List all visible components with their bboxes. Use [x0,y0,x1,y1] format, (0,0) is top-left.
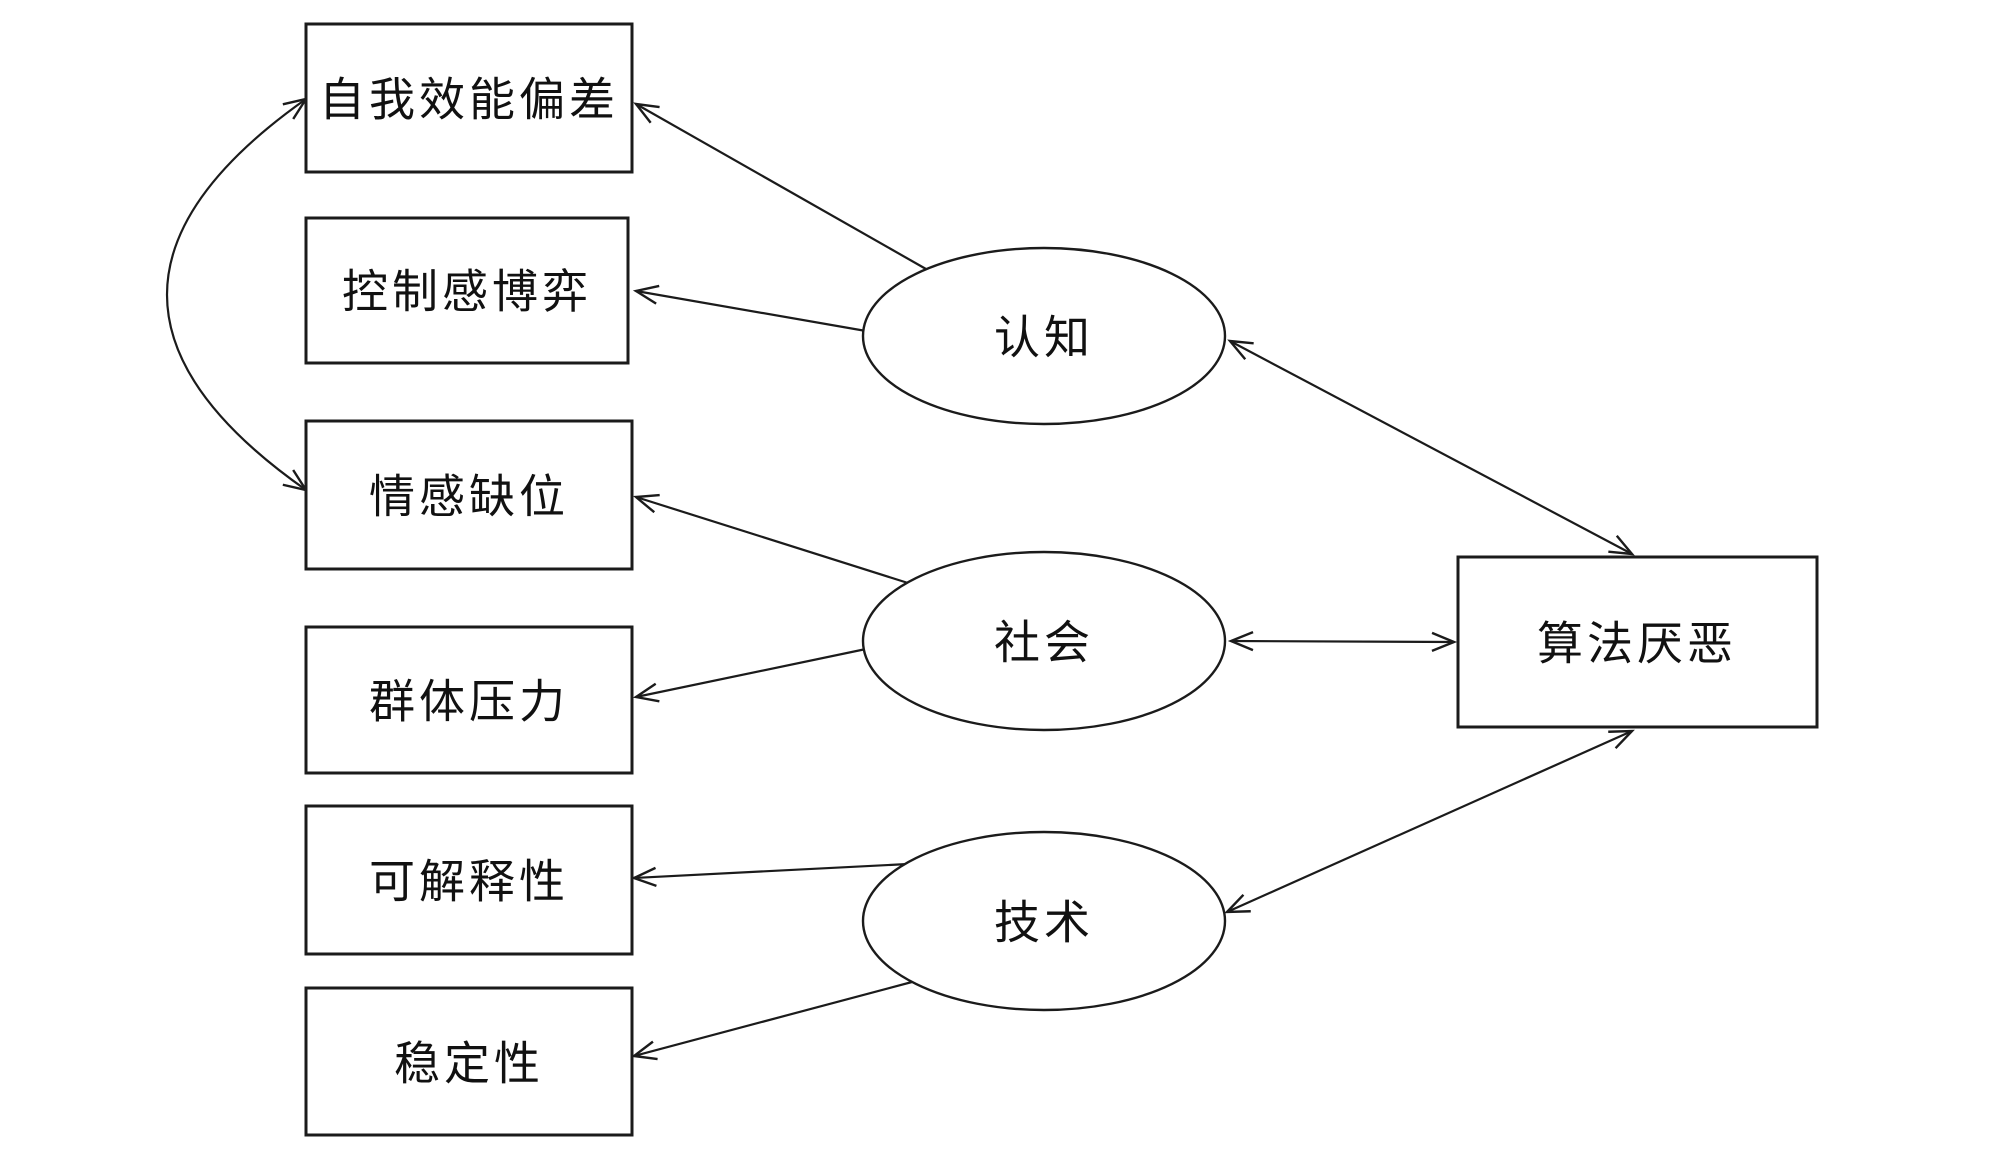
label-control-game: 控制感博弈 [342,267,592,318]
label-algorithm-aversion: 算法厌恶 [1537,619,1737,670]
box-emotional-absence [304,419,634,571]
arrow-cognition-algorithm-aversion [1227,339,1635,556]
arrow-technology-to-stability [630,980,913,1061]
ellipse-society [861,550,1227,732]
box-stability [304,986,634,1137]
label-self-efficacy-bias: 自我效能偏差 [319,75,619,126]
label-technology: 技术 [994,898,1094,949]
arrow-cognition-to-self-efficacy-bias [633,102,927,270]
label-society: 社会 [994,618,1094,669]
box-group-pressure [304,625,634,775]
ellipse-technology [861,830,1227,1012]
label-emotional-absence: 情感缺位 [369,472,569,523]
box-algorithm-aversion [1456,555,1819,729]
arrow-technology-algorithm-aversion [1224,729,1635,914]
ellipse-cognition [861,246,1227,426]
box-explainability [304,804,634,956]
covariance-arc-self-efficacy-emotion [166,97,309,492]
arrow-technology-to-explainability [630,862,909,887]
arrow-society-to-group-pressure [632,647,867,703]
label-explainability: 可解释性 [369,857,569,908]
label-cognition: 认知 [994,313,1094,364]
arrow-society-algorithm-aversion [1227,630,1458,653]
label-stability: 稳定性 [394,1039,544,1090]
arrow-cognition-to-control-game [632,284,867,333]
arrow-society-to-emotional-absence [632,493,909,585]
box-self-efficacy-bias [304,22,634,174]
box-control-game [304,216,630,365]
label-group-pressure: 群体压力 [369,677,569,728]
